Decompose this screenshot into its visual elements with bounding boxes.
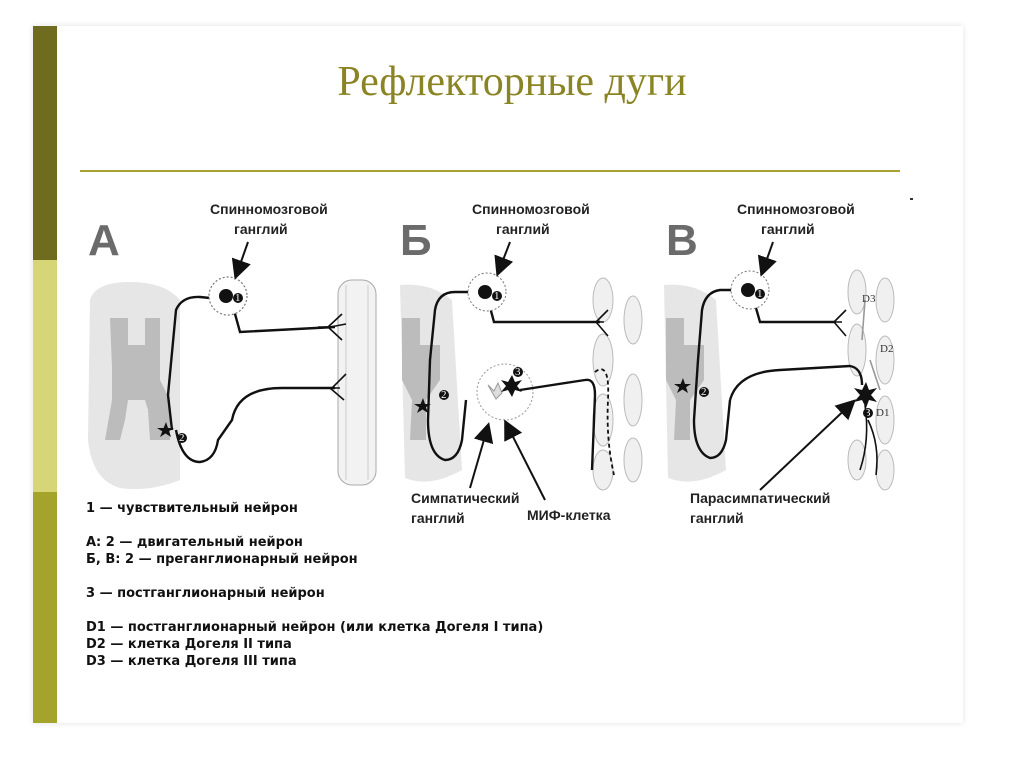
panel-b: Б 1 2 3 Спинномозговой ганглий bbox=[395, 195, 657, 526]
legend: 1 — чувствительный нейрон А: 2 — двигате… bbox=[86, 500, 626, 670]
panel-a-letter: А bbox=[88, 216, 120, 265]
panel-v: В 1 2 3 D3 D2 D1 Спинномозговой г bbox=[662, 195, 900, 526]
legend-line-7: D3 — клетка Догеля III типа bbox=[86, 653, 626, 670]
legend-line-3: Б, В: 2 — преганглионарный нейрон bbox=[86, 551, 626, 568]
parasympathetic-ganglion-label-2: ганглий bbox=[690, 510, 744, 526]
muscle-a bbox=[338, 280, 376, 485]
ganglion-label-b-2: ганглий bbox=[496, 221, 550, 237]
legend-line-1: 1 — чувствительный нейрон bbox=[86, 500, 626, 517]
ganglion-label-a-1: Спинномозговой bbox=[210, 201, 328, 217]
legend-line-4: 3 — постганглионарный нейрон bbox=[86, 585, 626, 602]
ganglion-label-b-1: Спинномозговой bbox=[472, 201, 590, 217]
svg-text:2: 2 bbox=[441, 389, 447, 401]
ganglion-label-a-2: ганглий bbox=[234, 221, 288, 237]
svg-text:1: 1 bbox=[235, 292, 241, 304]
label-d2: D2 bbox=[880, 343, 893, 355]
panel-v-letter: В bbox=[666, 216, 698, 265]
legend-line-5: D1 — постганглионарный нейрон (или клетк… bbox=[86, 619, 626, 636]
parasympathetic-ganglion-label-1: Парасимпатический bbox=[690, 490, 830, 506]
legend-line-2: А: 2 — двигательный нейрон bbox=[86, 534, 626, 551]
svg-text:2: 2 bbox=[179, 432, 185, 444]
panel-b-letter: Б bbox=[400, 216, 432, 265]
sympathetic-ganglion bbox=[477, 364, 533, 420]
svg-text:1: 1 bbox=[494, 290, 500, 302]
label-d3: D3 bbox=[862, 293, 876, 305]
svg-text:2: 2 bbox=[701, 386, 707, 398]
svg-text:1: 1 bbox=[757, 288, 763, 300]
legend-line-6: D2 — клетка Догеля II типа bbox=[86, 636, 626, 653]
svg-text:3: 3 bbox=[515, 366, 521, 378]
panel-a: А 1 2 Спинномозговой ганглий bbox=[80, 195, 380, 495]
ganglion-label-v-2: ганглий bbox=[761, 221, 815, 237]
ganglion-label-v-1: Спинномозговой bbox=[737, 201, 855, 217]
label-d1: D1 bbox=[876, 407, 889, 419]
